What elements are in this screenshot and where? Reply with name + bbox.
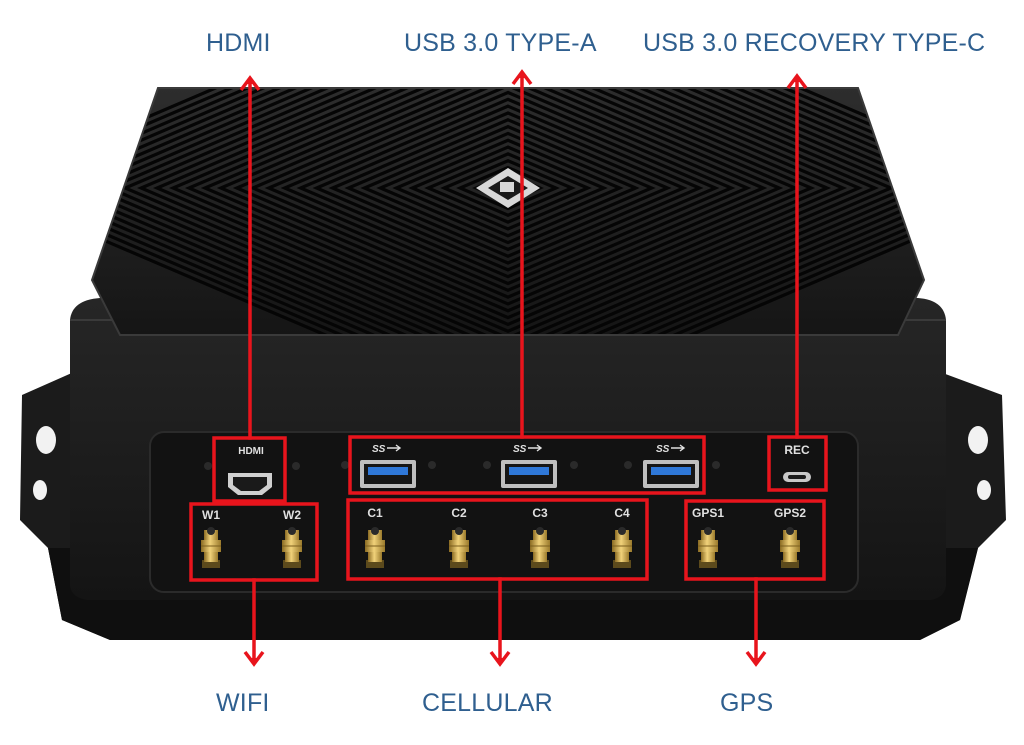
callout-usb-type-a: USB 3.0 TYPE-A xyxy=(404,29,597,57)
heatsink-fin xyxy=(92,88,924,335)
sma-connector-icon xyxy=(365,527,385,568)
usb-superspeed-label: SS xyxy=(513,444,527,455)
arrowhead-icon xyxy=(239,75,261,92)
sma-connector-icon xyxy=(201,527,221,568)
usb-type-a-port-1 xyxy=(341,460,436,488)
hdmi-port-label: HDMI xyxy=(238,446,264,457)
heatsink-fin xyxy=(92,88,924,335)
heatsink-fin xyxy=(216,88,800,313)
heatsink-fin xyxy=(360,124,656,252)
heatsink-fin xyxy=(328,111,688,265)
usb-trident-icon xyxy=(528,444,543,452)
heatsink-fin xyxy=(408,145,608,231)
c4-label: C4 xyxy=(614,506,630,520)
heatsink-fin xyxy=(376,131,640,245)
mounting-hole-icon xyxy=(977,480,991,500)
mounting-hole-icon xyxy=(36,426,56,454)
heatsink-fin xyxy=(344,118,672,258)
sma-connector-icon xyxy=(698,527,718,568)
callout-gps: GPS xyxy=(720,689,774,717)
heatsink-fin xyxy=(92,88,924,335)
heatsink-fin xyxy=(248,88,768,299)
c1-label: C1 xyxy=(367,506,383,520)
heatsink-fin xyxy=(296,97,720,279)
heatsink-fin xyxy=(312,104,704,272)
heatsink-fin xyxy=(440,158,576,218)
cellular-highlight-box xyxy=(346,498,649,581)
arrowhead-icon xyxy=(511,69,533,86)
sma-connector-icon xyxy=(282,527,302,568)
heatsink-fin xyxy=(92,88,924,335)
heatsink-fin xyxy=(92,88,924,335)
usb-type-a-port-2 xyxy=(483,460,578,488)
rec-port-label: REC xyxy=(784,443,810,457)
heatsink-fin xyxy=(184,88,832,327)
usb-superspeed-label: SS xyxy=(372,444,386,455)
sma-connector-icon xyxy=(780,527,800,568)
heatsink-fin xyxy=(105,88,911,335)
arrowhead-icon xyxy=(745,650,767,667)
c2-label: C2 xyxy=(451,506,467,520)
heatsink-top xyxy=(90,87,926,336)
heatsink-fin xyxy=(456,165,560,211)
mounting-hole-icon xyxy=(968,426,988,454)
usb-trident-icon xyxy=(671,444,686,452)
callout-usb-recovery-type-c: USB 3.0 RECOVERY TYPE-C xyxy=(643,29,986,57)
w1-label: W1 xyxy=(202,508,220,522)
callout-cellular: CELLULAR xyxy=(422,689,553,717)
hdmi-port xyxy=(204,462,300,495)
usb-type-a-highlight-box xyxy=(348,435,706,495)
heatsink-fin xyxy=(153,88,863,335)
usb-trident-icon xyxy=(387,444,402,452)
sma-connector-icon xyxy=(530,527,550,568)
w2-label: W2 xyxy=(283,508,301,522)
heatsink-fin xyxy=(200,88,816,320)
heatsink-fin xyxy=(92,88,924,335)
callout-hdmi: HDMI xyxy=(206,29,271,57)
arrowhead-icon xyxy=(243,650,265,667)
mounting-hole-icon xyxy=(33,480,47,500)
arrowhead-icon xyxy=(786,73,808,90)
heatsink-fin xyxy=(280,90,736,286)
heatsink-fin xyxy=(92,88,924,335)
gps2-label: GPS2 xyxy=(774,506,806,520)
usb-type-c-recovery-port xyxy=(783,472,811,482)
heatsink-fin xyxy=(424,152,592,224)
heatsink-fin xyxy=(92,88,924,335)
sma-connector-icon xyxy=(449,527,469,568)
heatsink-fin xyxy=(264,88,752,293)
gps1-label: GPS1 xyxy=(692,506,724,520)
c3-label: C3 xyxy=(532,506,548,520)
heatsink-fin xyxy=(168,88,848,333)
heatsink-fin xyxy=(392,138,624,238)
heatsink-fin xyxy=(232,88,784,306)
arrowhead-icon xyxy=(489,650,511,667)
usb-type-a-port-3 xyxy=(624,460,720,488)
brand-logo-icon xyxy=(476,168,540,208)
usb-superspeed-label: SS xyxy=(656,444,670,455)
callout-wifi: WIFI xyxy=(216,689,270,717)
sma-connector-icon xyxy=(612,527,632,568)
heatsink-fin xyxy=(137,88,879,335)
heatsink-fin xyxy=(121,88,895,335)
